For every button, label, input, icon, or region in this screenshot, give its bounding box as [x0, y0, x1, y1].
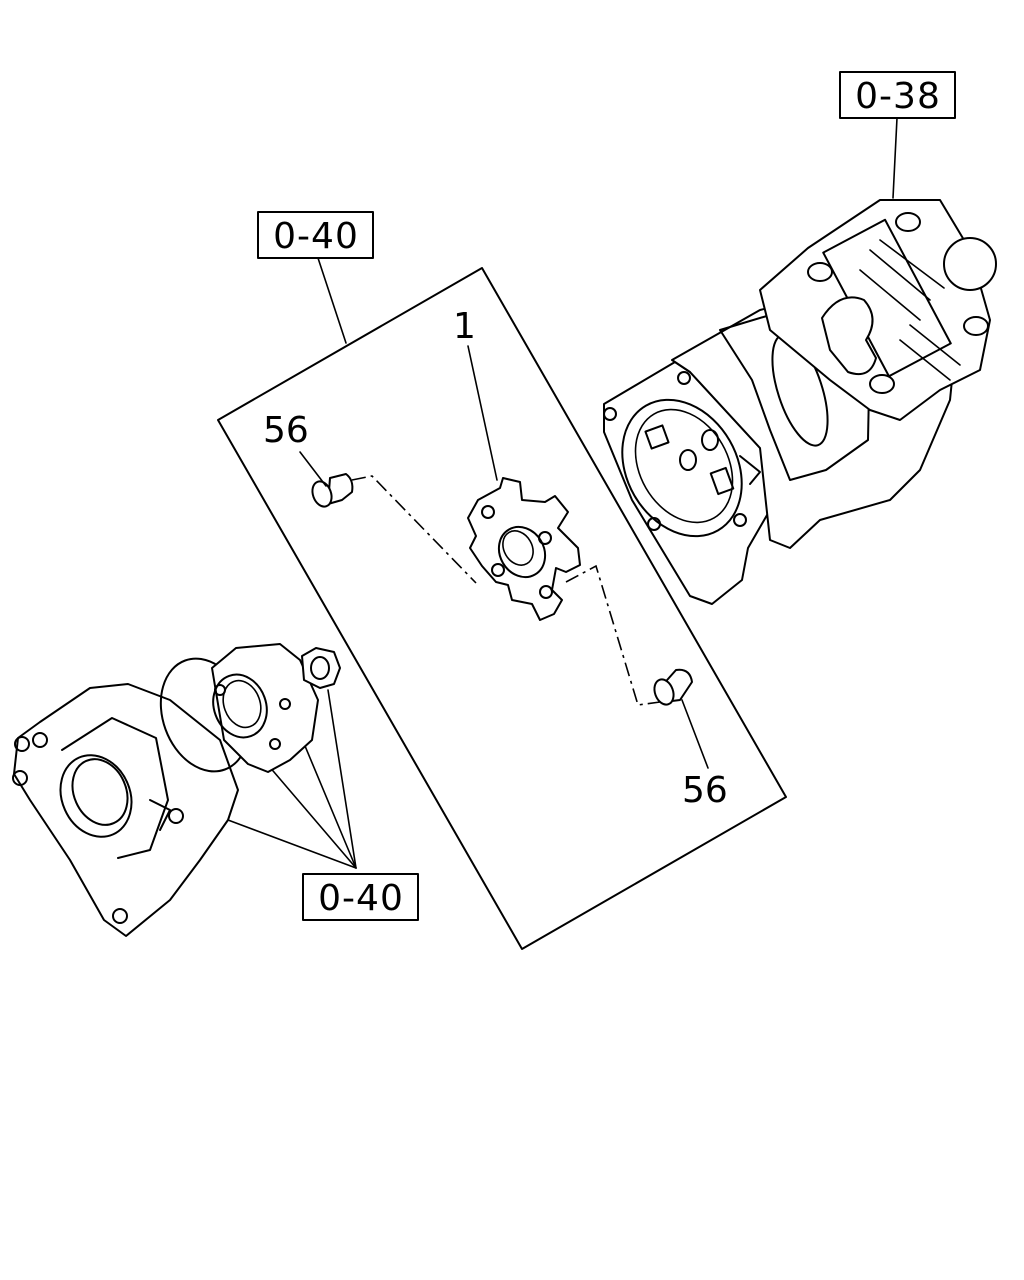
- ref-label-pump: 0-38: [855, 76, 941, 117]
- ref-label-kit: 0-40: [273, 216, 359, 257]
- bolt-upper[interactable]: [309, 473, 354, 509]
- label-part-1: 1: [453, 306, 476, 347]
- injection-pump[interactable]: [598, 199, 997, 605]
- alignment-upper: [351, 475, 477, 584]
- label-part-56-lower: 56: [682, 770, 728, 811]
- coupling-part[interactable]: [467, 477, 581, 621]
- leader-pump: [892, 117, 898, 199]
- kit-frame: [217, 267, 787, 950]
- ref-box-bracket[interactable]: 0-40: [302, 873, 419, 921]
- label-part-56-upper: 56: [263, 410, 309, 451]
- leader-56-upper: [299, 451, 327, 487]
- leader-56-lower: [681, 699, 709, 769]
- ref-label-bracket: 0-40: [318, 878, 404, 919]
- bolt-lower[interactable]: [651, 668, 693, 708]
- alignment-lower: [565, 564, 661, 706]
- leader-kit: [317, 257, 347, 344]
- ref-box-pump[interactable]: 0-38: [839, 71, 956, 119]
- ref-box-kit[interactable]: 0-40: [257, 211, 374, 259]
- drive-bracket[interactable]: [12, 643, 341, 937]
- leader-part-1: [467, 345, 498, 481]
